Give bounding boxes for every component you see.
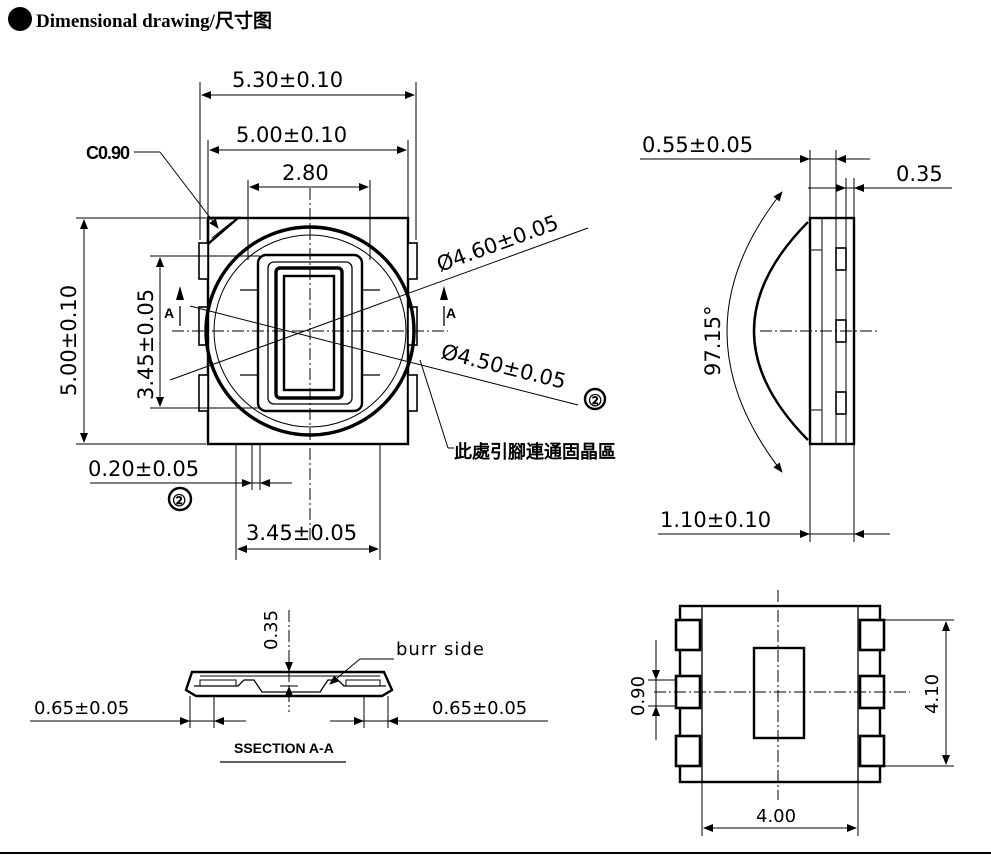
dim-slot-width: 2.80 — [282, 161, 329, 185]
bottom-body — [678, 604, 882, 784]
note-mark-a: ② — [588, 393, 602, 410]
lens-profile — [752, 221, 809, 441]
bottom-pad-right-1 — [858, 618, 886, 652]
bullet-icon — [8, 7, 32, 31]
dim-section-right: 0.65±0.05 — [432, 698, 527, 719]
bottom-pad-left-1 — [674, 618, 702, 652]
note-mark-b: ② — [172, 493, 186, 510]
dim-section-left: 0.65±0.05 — [34, 698, 129, 719]
lead-left-1 — [198, 242, 209, 280]
section-title: Dimensional drawing/尺寸图 — [36, 10, 272, 32]
section-view: 0.35 burr side 0.65±0.05 0.65±0.05 SSECT… — [30, 610, 548, 763]
dim-width-inner: 5.00±0.10 — [236, 123, 347, 147]
dim-bottom-pad: 0.90 — [628, 676, 649, 716]
bottom-rule — [0, 852, 991, 854]
dim-section-depth: 0.35 — [261, 610, 282, 650]
bottom-view: 0.90 4.10 4.00 — [628, 590, 954, 836]
dim-bottom-span: 4.10 — [922, 674, 943, 714]
dim-pad-span: 3.45±0.05 — [134, 289, 158, 400]
dim-bottom-width: 4.00 — [756, 806, 796, 827]
chamfer-corner — [206, 216, 242, 247]
dim-width-outer: 5.30±0.10 — [232, 68, 343, 92]
section-outline — [184, 670, 394, 698]
thermal-pad — [752, 646, 806, 740]
top-view: A A 5.30±0.10 5.00±0.10 2.80 C0.90 5.00±… — [57, 68, 616, 560]
dim-lead-thickness: 0.55±0.05 — [642, 133, 753, 157]
dim-circle-outer: Ø4.60±0.05 — [434, 210, 562, 276]
section-header: Dimensional drawing/尺寸图 — [8, 6, 272, 32]
bottom-pad-left-3 — [674, 734, 702, 768]
section-title: SSECTION A-A — [234, 740, 334, 756]
dim-angle: 97.15° — [701, 305, 725, 376]
dim-side-height: 1.10±0.10 — [660, 508, 771, 532]
pin-note: 此處引腳連通固晶區 — [454, 441, 616, 462]
dim-bottom-span: 3.45±0.05 — [246, 521, 357, 545]
lead-right-3 — [407, 374, 418, 412]
lead-left-3 — [198, 374, 209, 412]
dim-top-thickness: 0.35 — [896, 162, 943, 186]
dim-height: 5.00±0.10 — [57, 285, 81, 396]
lead-left-2 — [198, 306, 209, 346]
side-view: 97.15° 0.55±0.05 0.35 1.10±0.10 — [640, 133, 952, 542]
dim-lead-gap: 0.20±0.05 — [88, 457, 199, 481]
burr-label: burr side — [396, 639, 485, 660]
die-pad — [274, 266, 344, 400]
section-a-right-label: A — [446, 305, 456, 321]
dim-chamfer: C0.90 — [86, 143, 130, 163]
bottom-pad-right-3 — [858, 734, 886, 768]
lead-right-1 — [407, 242, 418, 280]
section-a-left-label: A — [164, 305, 174, 321]
